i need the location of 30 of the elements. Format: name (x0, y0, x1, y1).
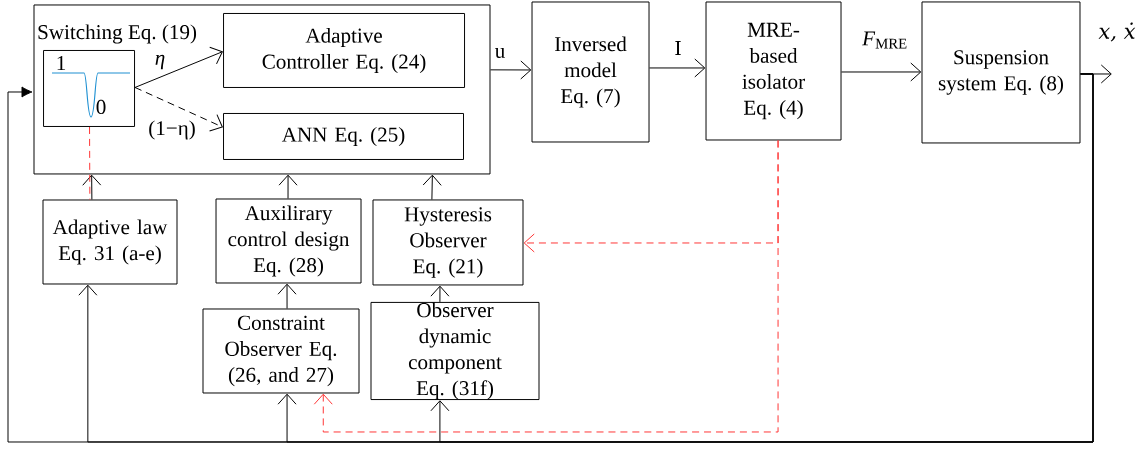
arrow (841, 62, 922, 82)
arrow (277, 283, 297, 309)
edge-label: (1−η) (149, 120, 195, 140)
process-box: Adaptive Controller Eq. (24) (223, 13, 465, 88)
box-heading: Switching Eq. (19) (38, 24, 197, 44)
arrow (490, 60, 532, 80)
edge-label: F$_{MRE}$ (862, 31, 907, 49)
process-box: Constraint Observer Eq. (26, and 27) (202, 308, 360, 394)
arrow (82, 174, 102, 200)
arrow (313, 140, 779, 433)
process-box: ANN Eq. (25) (223, 113, 464, 160)
arrow (278, 174, 298, 199)
edge-label: x, ẋ (1098, 22, 1136, 42)
process-box: MRE-based isolator Eq. (4) (705, 1, 842, 141)
arrow (134, 86, 223, 132)
arrow (134, 46, 223, 88)
edge-label: η (155, 54, 165, 70)
arrow (649, 58, 706, 78)
process-box: Inversed model Eq. (7) (531, 1, 650, 143)
controller-block (33, 4, 491, 175)
edge-label: I (675, 41, 681, 55)
process-box: Adaptive law Eq. 31 (a-e) (42, 199, 178, 285)
plot-value: 0 (96, 99, 106, 115)
edge-label: u (495, 48, 505, 58)
process-box: Hysteresis Observer Eq. (21) (372, 199, 524, 286)
arrow (422, 174, 442, 200)
process-box: Suspension system Eq. (8) (921, 1, 1081, 144)
process-box: Auxilirary control design Eq. (28) (215, 198, 362, 284)
plot-value: 1 (57, 56, 66, 70)
process-box: Observer dynamic component Eq. (31f) (370, 301, 540, 401)
